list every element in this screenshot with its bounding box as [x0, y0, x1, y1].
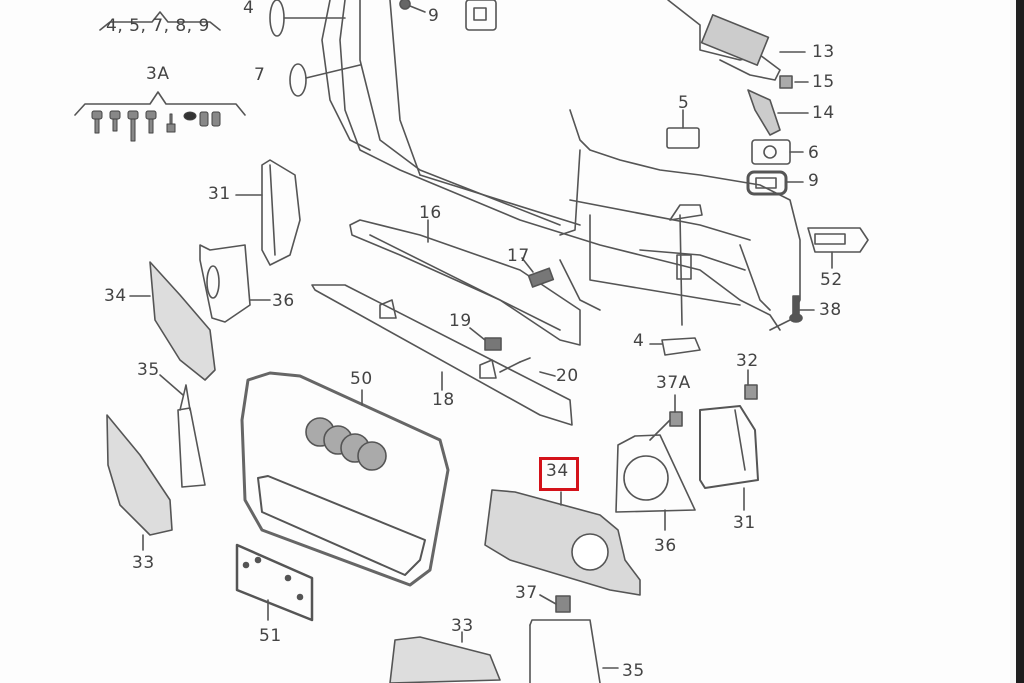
callout-31: 31	[208, 184, 231, 204]
dark-edge-strip	[1016, 0, 1024, 683]
callout-9: 9	[428, 6, 440, 26]
callout-6: 6	[808, 143, 820, 163]
part-34-main-grille	[484, 489, 641, 596]
callout-33: 33	[132, 553, 155, 573]
callout-13: 13	[812, 42, 835, 62]
part-36-left	[199, 244, 271, 323]
callout-35: 35	[622, 661, 645, 681]
callout-4: 4	[243, 0, 255, 18]
callout-36: 36	[272, 291, 295, 311]
callout-52: 52	[820, 270, 843, 290]
part-31-left	[235, 159, 301, 266]
part-34-left-grille	[129, 261, 216, 381]
callout-19: 19	[449, 311, 472, 331]
bumper-cover	[339, 0, 801, 331]
part-51-plate	[235, 543, 314, 622]
callout-15: 15	[812, 72, 835, 92]
callout-14: 14	[812, 103, 835, 123]
callout-32: 32	[736, 351, 759, 371]
callout-17: 17	[507, 246, 530, 266]
callout-4: 4	[633, 331, 645, 351]
callout-37: 37	[515, 583, 538, 603]
part-31-right	[699, 369, 759, 511]
edge-gap	[1010, 0, 1016, 683]
callout-33: 33	[451, 616, 474, 636]
bracket-group-3a	[74, 91, 246, 116]
rail-18	[311, 284, 573, 426]
part-35-right-strip	[529, 594, 619, 683]
bracket-left	[269, 0, 497, 151]
group-label-45789: 4, 5, 7, 8, 9	[106, 16, 210, 36]
callout-50: 50	[350, 369, 373, 389]
callout-20: 20	[556, 366, 579, 386]
rail-16	[349, 219, 581, 346]
callout-7: 7	[254, 65, 266, 85]
group-label-3a: 3A	[146, 64, 170, 84]
part-35-left-strip	[159, 374, 206, 488]
callout-37a: 37A	[656, 373, 691, 393]
highlight-box	[539, 457, 579, 491]
part-50-main-grille	[240, 371, 450, 587]
part-36-right	[615, 394, 696, 531]
callout-34: 34	[104, 286, 127, 306]
part-33-bottom-grille	[389, 631, 501, 683]
callout-51: 51	[259, 626, 282, 646]
callout-18: 18	[432, 390, 455, 410]
callout-35: 35	[137, 360, 160, 380]
callout-38: 38	[819, 300, 842, 320]
part-52-trim	[649, 227, 869, 356]
part-33-left-grille	[106, 414, 173, 551]
bracket-group-45789	[99, 11, 221, 31]
fastener-set-icon	[91, 110, 221, 142]
callout-16: 16	[419, 203, 442, 223]
callout-5: 5	[678, 93, 690, 113]
bracket-right	[666, 0, 809, 196]
callout-9: 9	[808, 171, 820, 191]
callout-31: 31	[733, 513, 756, 533]
callout-36: 36	[654, 536, 677, 556]
callout-34-highlighted: 34	[546, 461, 569, 481]
